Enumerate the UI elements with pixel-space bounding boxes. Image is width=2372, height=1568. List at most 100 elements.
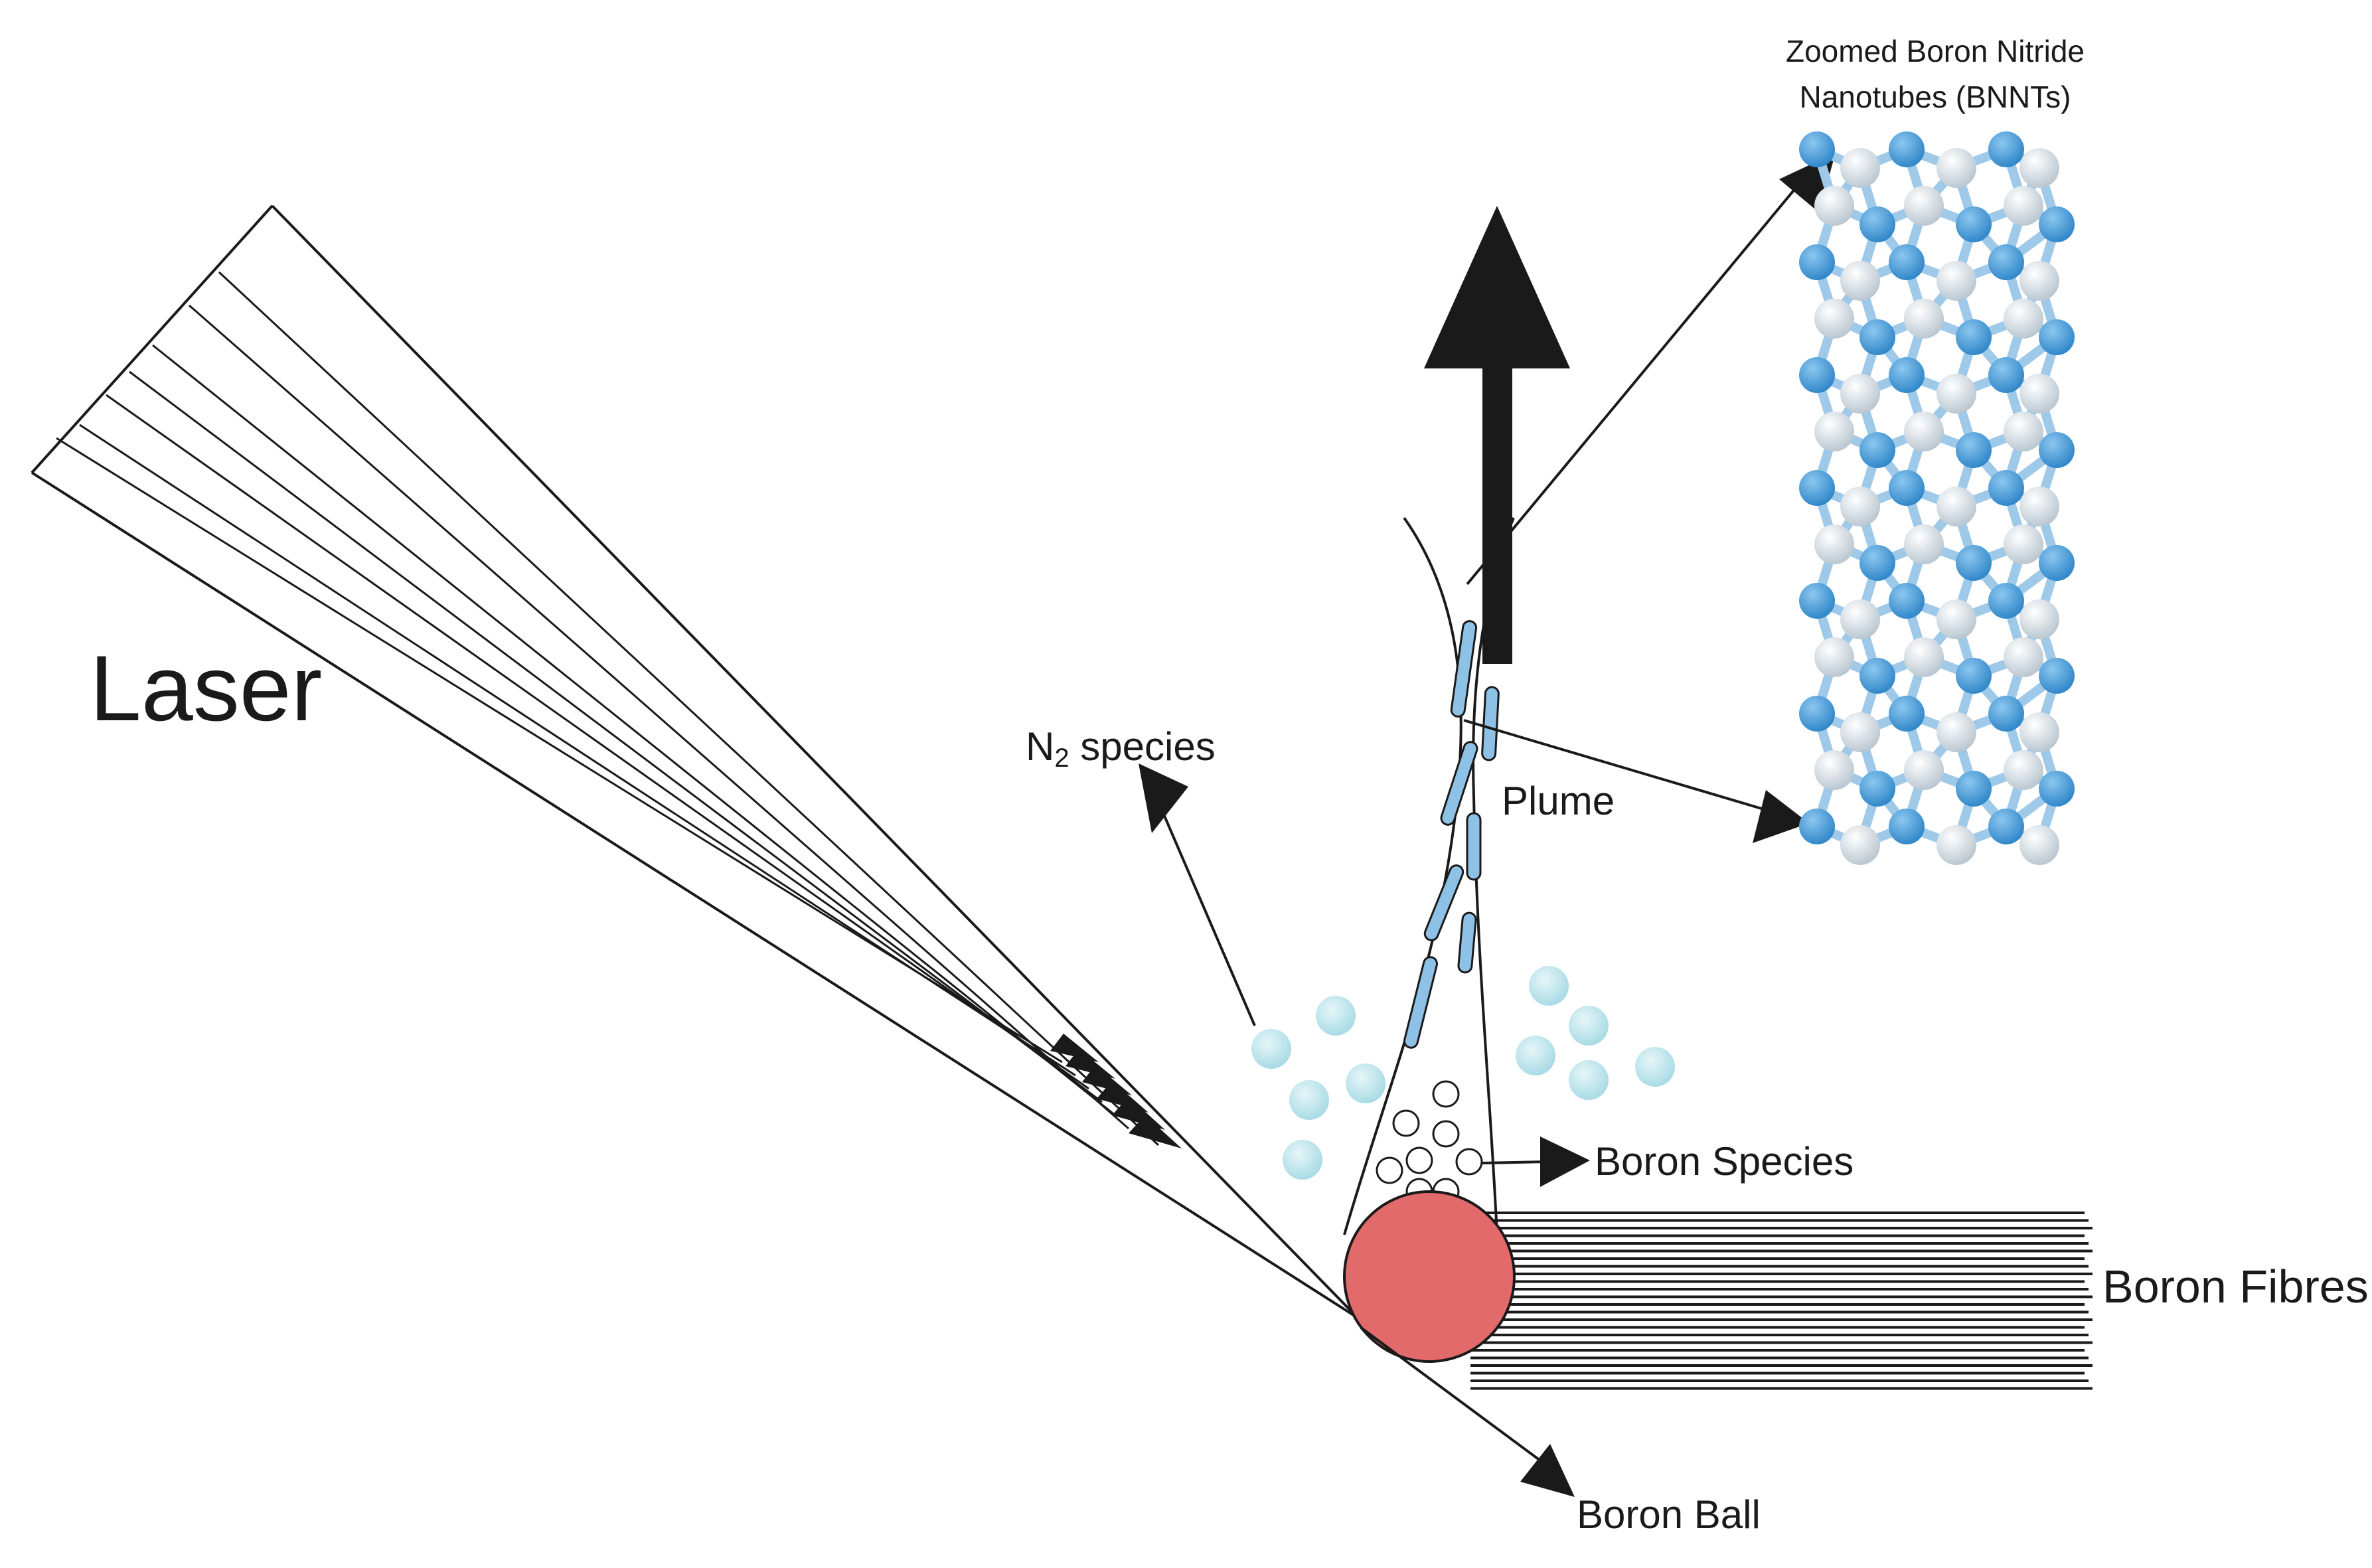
nitrogen-atom <box>1799 583 1835 619</box>
laser-ray <box>129 370 1103 1103</box>
nitrogen-atom <box>1988 244 2024 280</box>
n2-bubble <box>1289 1080 1329 1120</box>
nanotube-pill <box>1440 741 1478 826</box>
nitrogen-atom <box>1799 244 1835 280</box>
nanotube-pill <box>1481 686 1500 761</box>
n2-bubble <box>1569 1006 1609 1046</box>
nitrogen-atom <box>1889 131 1925 167</box>
nitrogen-atom <box>1956 771 1992 807</box>
n2-bubble <box>1346 1063 1385 1103</box>
nitrogen-atom <box>1956 658 1992 694</box>
nitrogen-atom <box>2039 658 2075 694</box>
laser-outer-bottom <box>31 471 1359 1319</box>
nitrogen-atom <box>1956 206 1992 242</box>
boron-atom <box>1814 750 1854 790</box>
plume-nanotubes <box>1403 620 1500 1049</box>
bnnt-title-line2: Nanotubes (BNNTs) <box>1799 80 2071 114</box>
laser-label: Laser <box>90 636 322 740</box>
boron-species <box>1376 1080 1483 1206</box>
nitrogen-atom <box>2039 545 2075 581</box>
boron-atom <box>2004 186 2043 226</box>
nitrogen-atom <box>1799 470 1835 506</box>
boron-atom <box>1840 712 1880 752</box>
nitrogen-atom <box>1988 809 2024 844</box>
n2-bubble <box>1283 1140 1322 1180</box>
zoom-pointer-bottom <box>1463 719 1767 811</box>
boron-atom <box>1937 825 1976 865</box>
nitrogen-atom <box>2039 319 2075 355</box>
n2-bubble <box>1316 996 1356 1036</box>
nitrogen-atom <box>2039 771 2075 807</box>
boron-atom <box>2019 599 2059 639</box>
bnnt-atoms <box>1799 131 2075 865</box>
n2-bubble <box>1569 1060 1609 1100</box>
boron-atom <box>1937 261 1976 301</box>
nitrogen-atom <box>1799 131 1835 167</box>
boron-species-particle <box>1392 1109 1420 1137</box>
nitrogen-atom <box>1889 470 1925 506</box>
boron-atom <box>1937 712 1976 752</box>
boron-ball-pointer <box>1360 1326 1542 1462</box>
n2-subscript: 2 <box>1054 744 1069 773</box>
boron-atom <box>1904 524 1944 564</box>
boron-ball <box>1343 1190 1516 1363</box>
nitrogen-atom <box>1988 696 2024 732</box>
nitrogen-atom <box>1799 357 1835 393</box>
bnnt-nanotube-model <box>1799 131 2075 865</box>
arrowhead-icon <box>1753 790 1809 843</box>
nanotube-pill <box>1450 620 1478 718</box>
laser-outer-top <box>271 204 1359 1319</box>
plume-label: Plume <box>1502 779 1615 823</box>
n2-bubbles <box>1251 966 1675 1180</box>
boron-atom <box>1937 599 1976 639</box>
boron-atom <box>2004 637 2043 677</box>
plume-left-edge <box>1343 516 1463 1235</box>
nitrogen-atom <box>1859 771 1895 807</box>
nitrogen-atom <box>2039 432 2075 468</box>
nitrogen-atom <box>1859 432 1895 468</box>
boron-species-pointer <box>1481 1160 1547 1164</box>
boron-atom <box>2019 148 2059 188</box>
boron-atom <box>2019 825 2059 865</box>
arrowhead-icon <box>1540 1137 1590 1187</box>
boron-ball-label: Boron Ball <box>1577 1492 1761 1537</box>
boron-atom <box>2019 261 2059 301</box>
nitrogen-atom <box>1988 357 2024 393</box>
boron-atom <box>1840 487 1880 526</box>
nitrogen-atom <box>1799 696 1835 732</box>
boron-atom <box>1814 412 1854 451</box>
boron-atom <box>1904 299 1944 339</box>
laser-beam <box>31 204 1359 1319</box>
nitrogen-atom <box>1889 809 1925 844</box>
boron-atom <box>1937 148 1976 188</box>
nitrogen-atom <box>1956 432 1992 468</box>
n2-bubble <box>1529 966 1569 1006</box>
bnnt-title-line1: Zoomed Boron Nitride <box>1786 34 2085 68</box>
boron-atom <box>2019 712 2059 752</box>
arrowhead-icon <box>1139 763 1188 833</box>
nitrogen-atom <box>1799 809 1835 844</box>
zoom-pointer-top <box>1466 175 1807 586</box>
laser-ray <box>106 394 1089 1090</box>
boron-atom <box>1814 524 1854 564</box>
boron-species-particle <box>1376 1156 1403 1184</box>
boron-species-particle <box>1432 1120 1460 1148</box>
boron-atom <box>1904 412 1944 451</box>
laser-ray <box>218 271 1160 1146</box>
nanotube-pill <box>1423 864 1464 941</box>
boron-fibres <box>1470 1212 2093 1390</box>
arrowhead-icon <box>1129 1115 1182 1148</box>
boron-atom <box>1814 299 1854 339</box>
boron-atom <box>1904 750 1944 790</box>
laser-ray <box>56 437 1063 1063</box>
boron-species-particle <box>1432 1080 1460 1108</box>
nitrogen-atom <box>2039 206 2075 242</box>
boron-atom <box>1814 637 1854 677</box>
n2-symbol: N <box>1026 724 1054 769</box>
laser-ray <box>189 304 1129 1130</box>
nitrogen-atom <box>1889 696 1925 732</box>
nitrogen-atom <box>1889 244 1925 280</box>
boron-atom <box>2004 299 2043 339</box>
nanotube-pill <box>1457 911 1477 974</box>
